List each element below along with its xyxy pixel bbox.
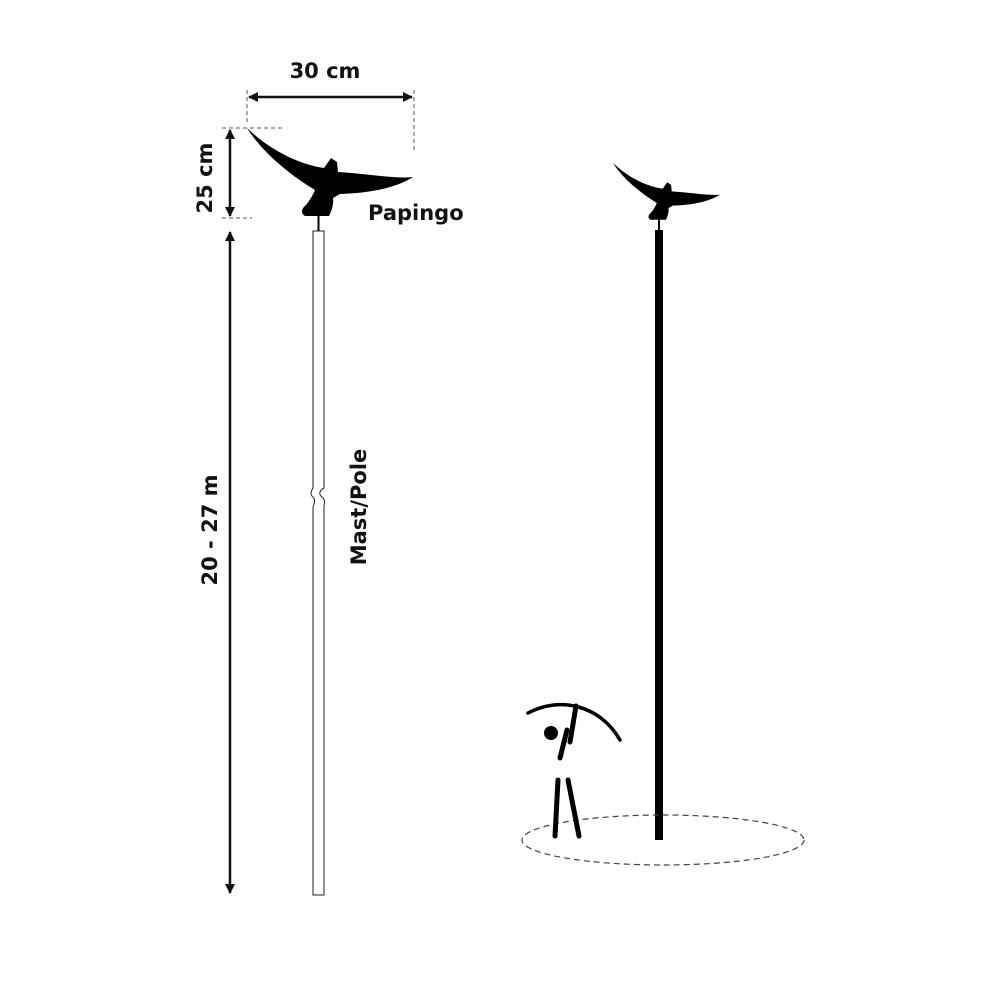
height-label: 25 cm	[193, 143, 217, 214]
ground-area-ellipse	[521, 814, 805, 866]
archer-figure-icon	[526, 703, 622, 839]
papingo-on-pole-bird	[613, 162, 721, 220]
mast-pole-solid	[655, 230, 663, 840]
width-label: 30 cm	[290, 59, 361, 83]
pole-label: Mast/Pole	[347, 449, 371, 566]
mast-pole-outline	[310, 230, 325, 896]
bird-label: Papingo	[368, 201, 464, 225]
height-dimension: 25 cm	[193, 127, 285, 219]
width-dimension: 30 cm	[246, 59, 415, 150]
pole-height-dimension: 20 - 27 m	[198, 231, 235, 894]
pole-height-label: 20 - 27 m	[198, 475, 222, 586]
